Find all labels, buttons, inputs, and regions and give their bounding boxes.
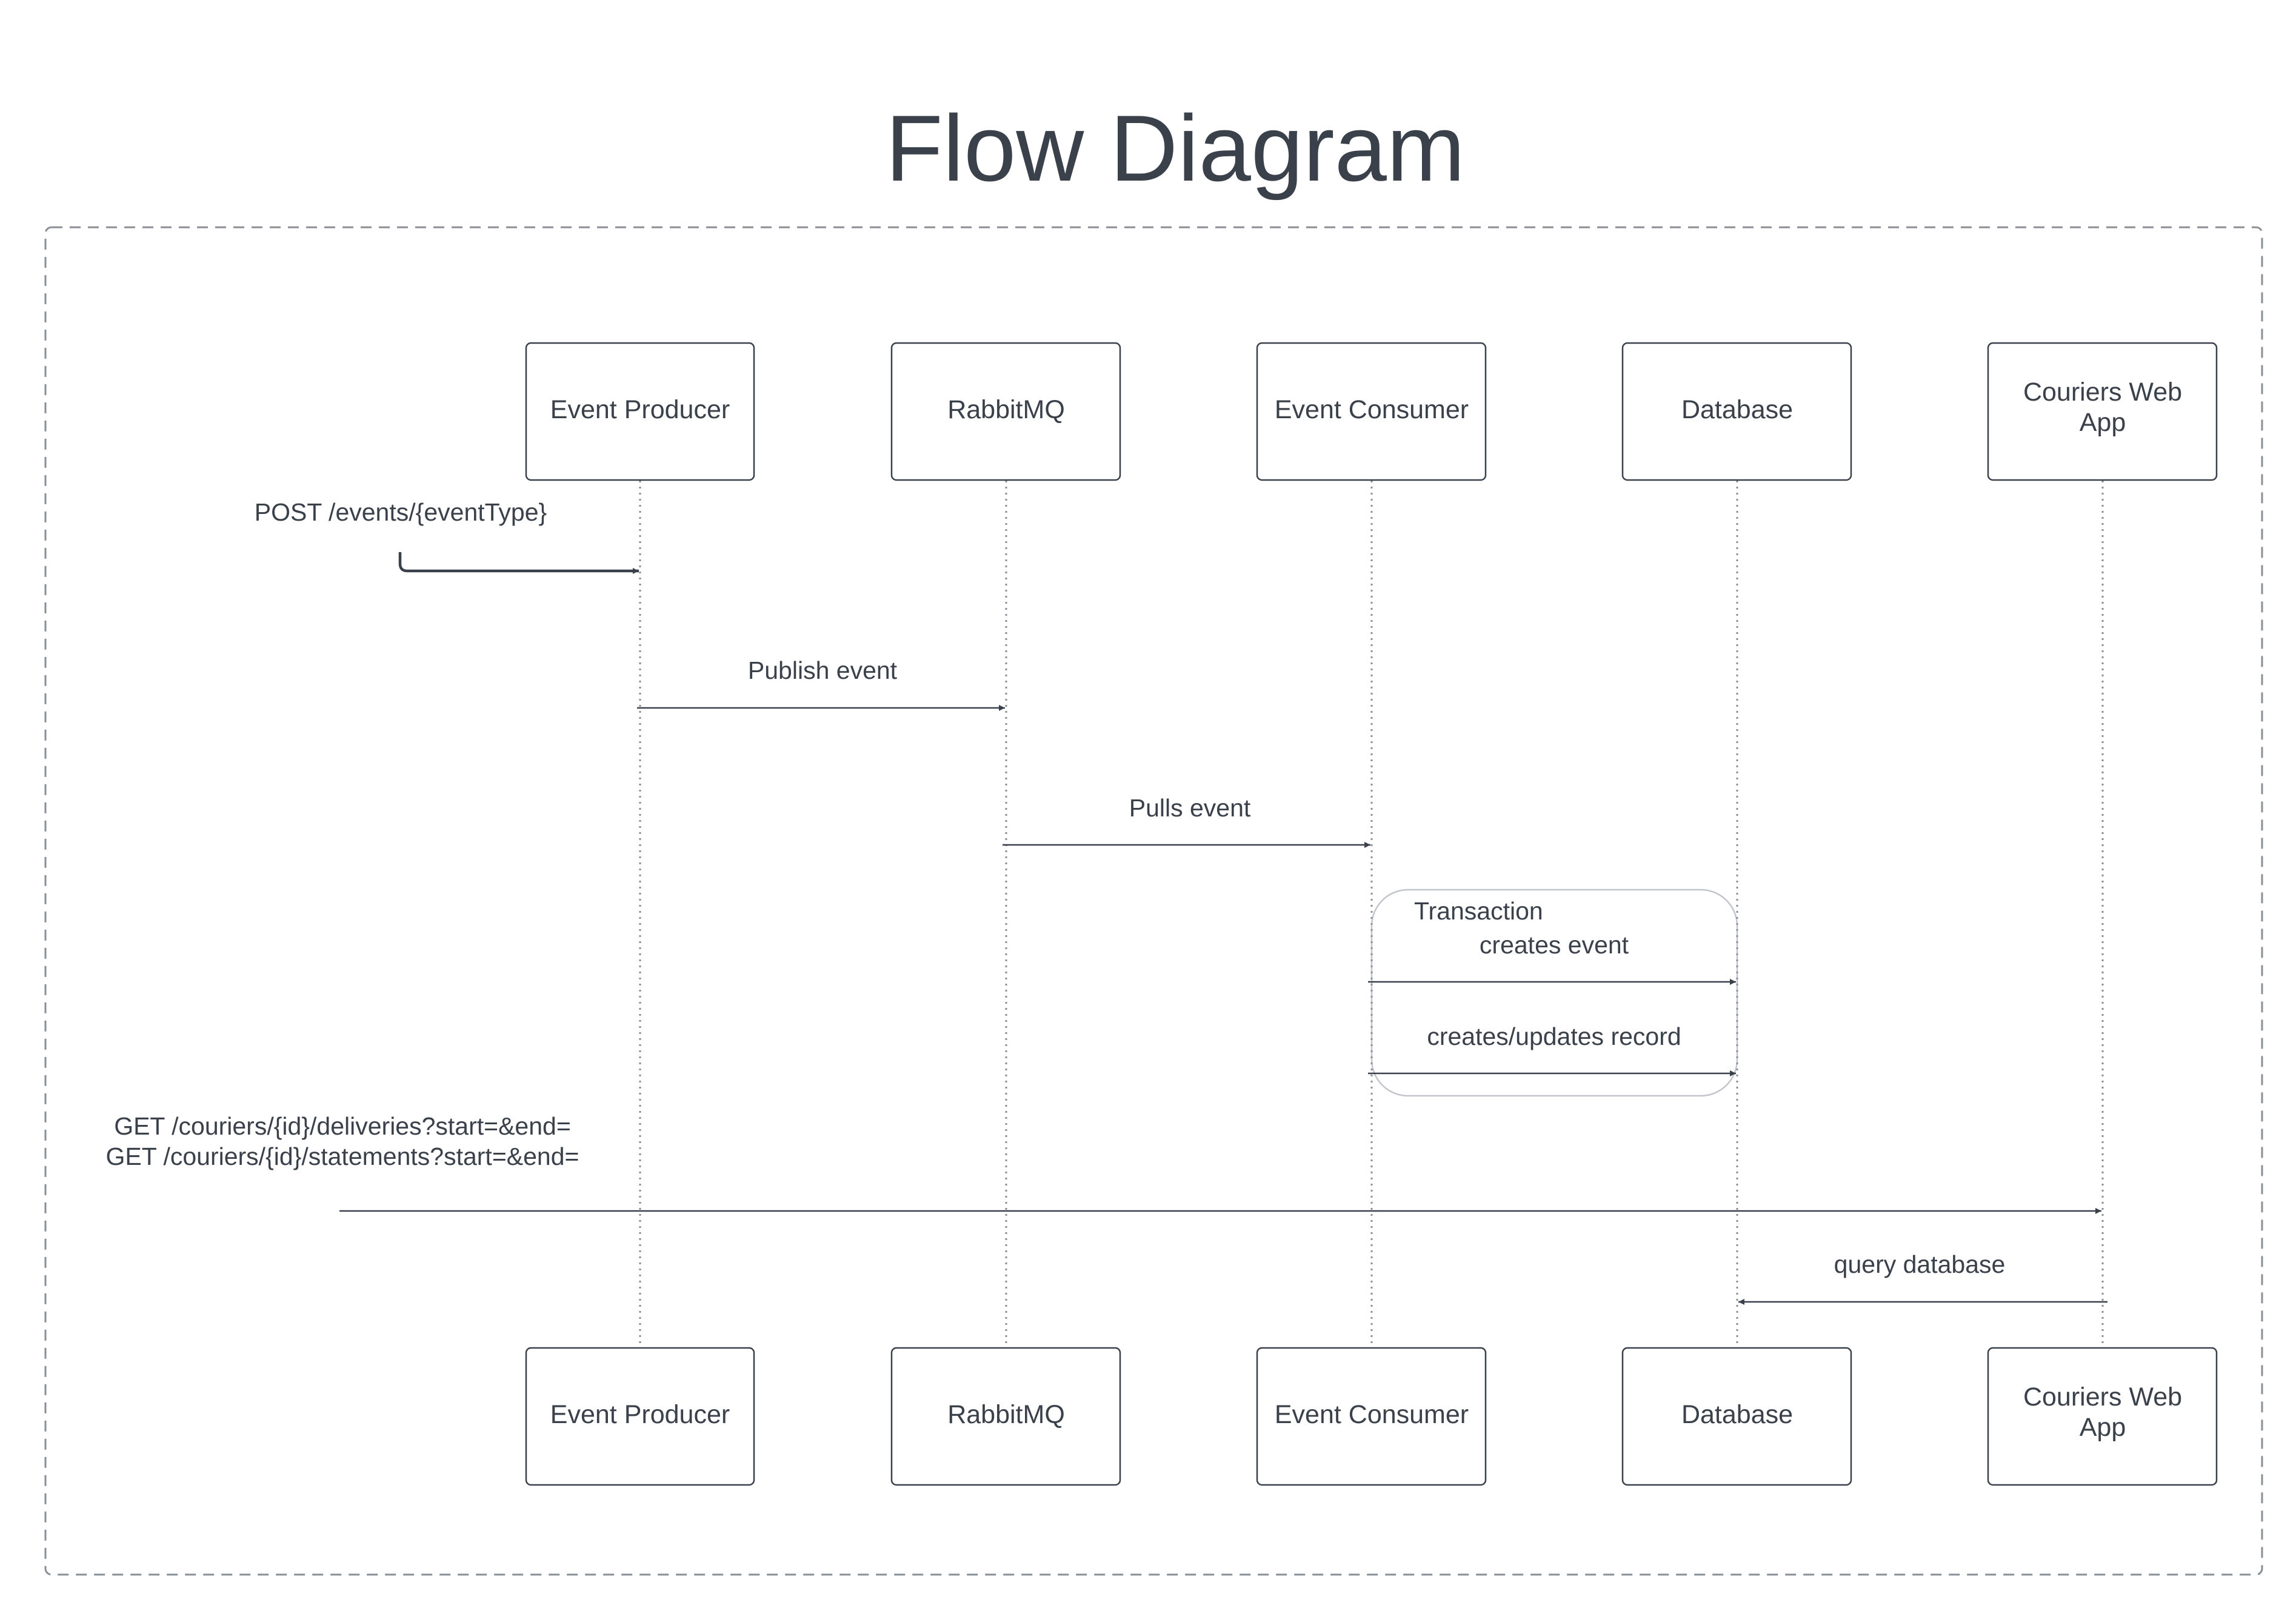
message-publish-event: Publish event	[637, 656, 1005, 711]
message-label: creates event	[1480, 931, 1629, 959]
page-title: Flow Diagram	[886, 96, 1465, 201]
message-label: creates/updates record	[1427, 1022, 1681, 1050]
participant-event-consumer-bottom: Event Consumer	[1256, 1347, 1487, 1486]
participant-couriers-web-app-bottom: Couriers Web App	[1987, 1347, 2218, 1486]
participant-rabbitmq-bottom: RabbitMQ	[890, 1347, 1121, 1486]
message-creates-updates-record: creates/updates record	[1368, 1022, 1736, 1076]
participant-label: Event Consumer	[1275, 1400, 1469, 1429]
message-label: POST /events/{eventType}	[255, 498, 547, 526]
participant-event-producer-top: Event Producer	[525, 342, 755, 481]
participant-event-consumer-top: Event Consumer	[1256, 342, 1487, 481]
participant-label: RabbitMQ	[947, 1400, 1065, 1429]
participant-event-producer-bottom: Event Producer	[525, 1347, 755, 1486]
participant-couriers-web-app-top: Couriers Web App	[1987, 342, 2218, 481]
message-creates-event: creates event	[1368, 931, 1736, 985]
participant-label: Database	[1681, 1400, 1793, 1429]
participant-database-top: Database	[1621, 342, 1852, 481]
participant-rabbitmq-top: RabbitMQ	[890, 342, 1121, 481]
transaction-fragment-border	[1370, 889, 1738, 1097]
participant-label-line-1: Couriers Web	[2023, 1382, 2182, 1412]
diagram-frame	[44, 226, 2263, 1576]
message-label-line-1: GET /couriers/{id}/deliveries?start=&end…	[114, 1112, 571, 1140]
message-query-database: query database	[1738, 1250, 2107, 1305]
participant-label: Event Producer	[550, 395, 730, 424]
message-label: Pulls event	[1129, 794, 1251, 822]
message-label: Publish event	[748, 656, 898, 684]
transaction-fragment: Transaction	[1370, 889, 1738, 1097]
message-arrow	[398, 552, 639, 574]
participant-label: Event Producer	[550, 1400, 730, 1429]
participant-label-line-1: Couriers Web	[2023, 378, 2182, 407]
message-pulls-event: Pulls event	[1003, 794, 1370, 848]
participant-label: RabbitMQ	[947, 395, 1065, 424]
lifelines	[639, 481, 2104, 1347]
message-post-events: POST /events/{eventType}	[255, 498, 639, 574]
message-label-line-2: GET /couriers/{id}/statements?start=&end…	[106, 1142, 579, 1170]
message-get-couriers: GET /couriers/{id}/deliveries?start=&end…	[106, 1112, 2101, 1214]
transaction-label: Transaction	[1414, 897, 1543, 925]
participant-label: Event Consumer	[1275, 395, 1469, 424]
participant-label: Database	[1681, 395, 1793, 424]
participant-label-line-2: App	[2080, 1413, 2126, 1442]
participant-label-line-2: App	[2080, 408, 2126, 437]
message-label: query database	[1834, 1250, 2006, 1278]
participant-database-bottom: Database	[1621, 1347, 1852, 1486]
